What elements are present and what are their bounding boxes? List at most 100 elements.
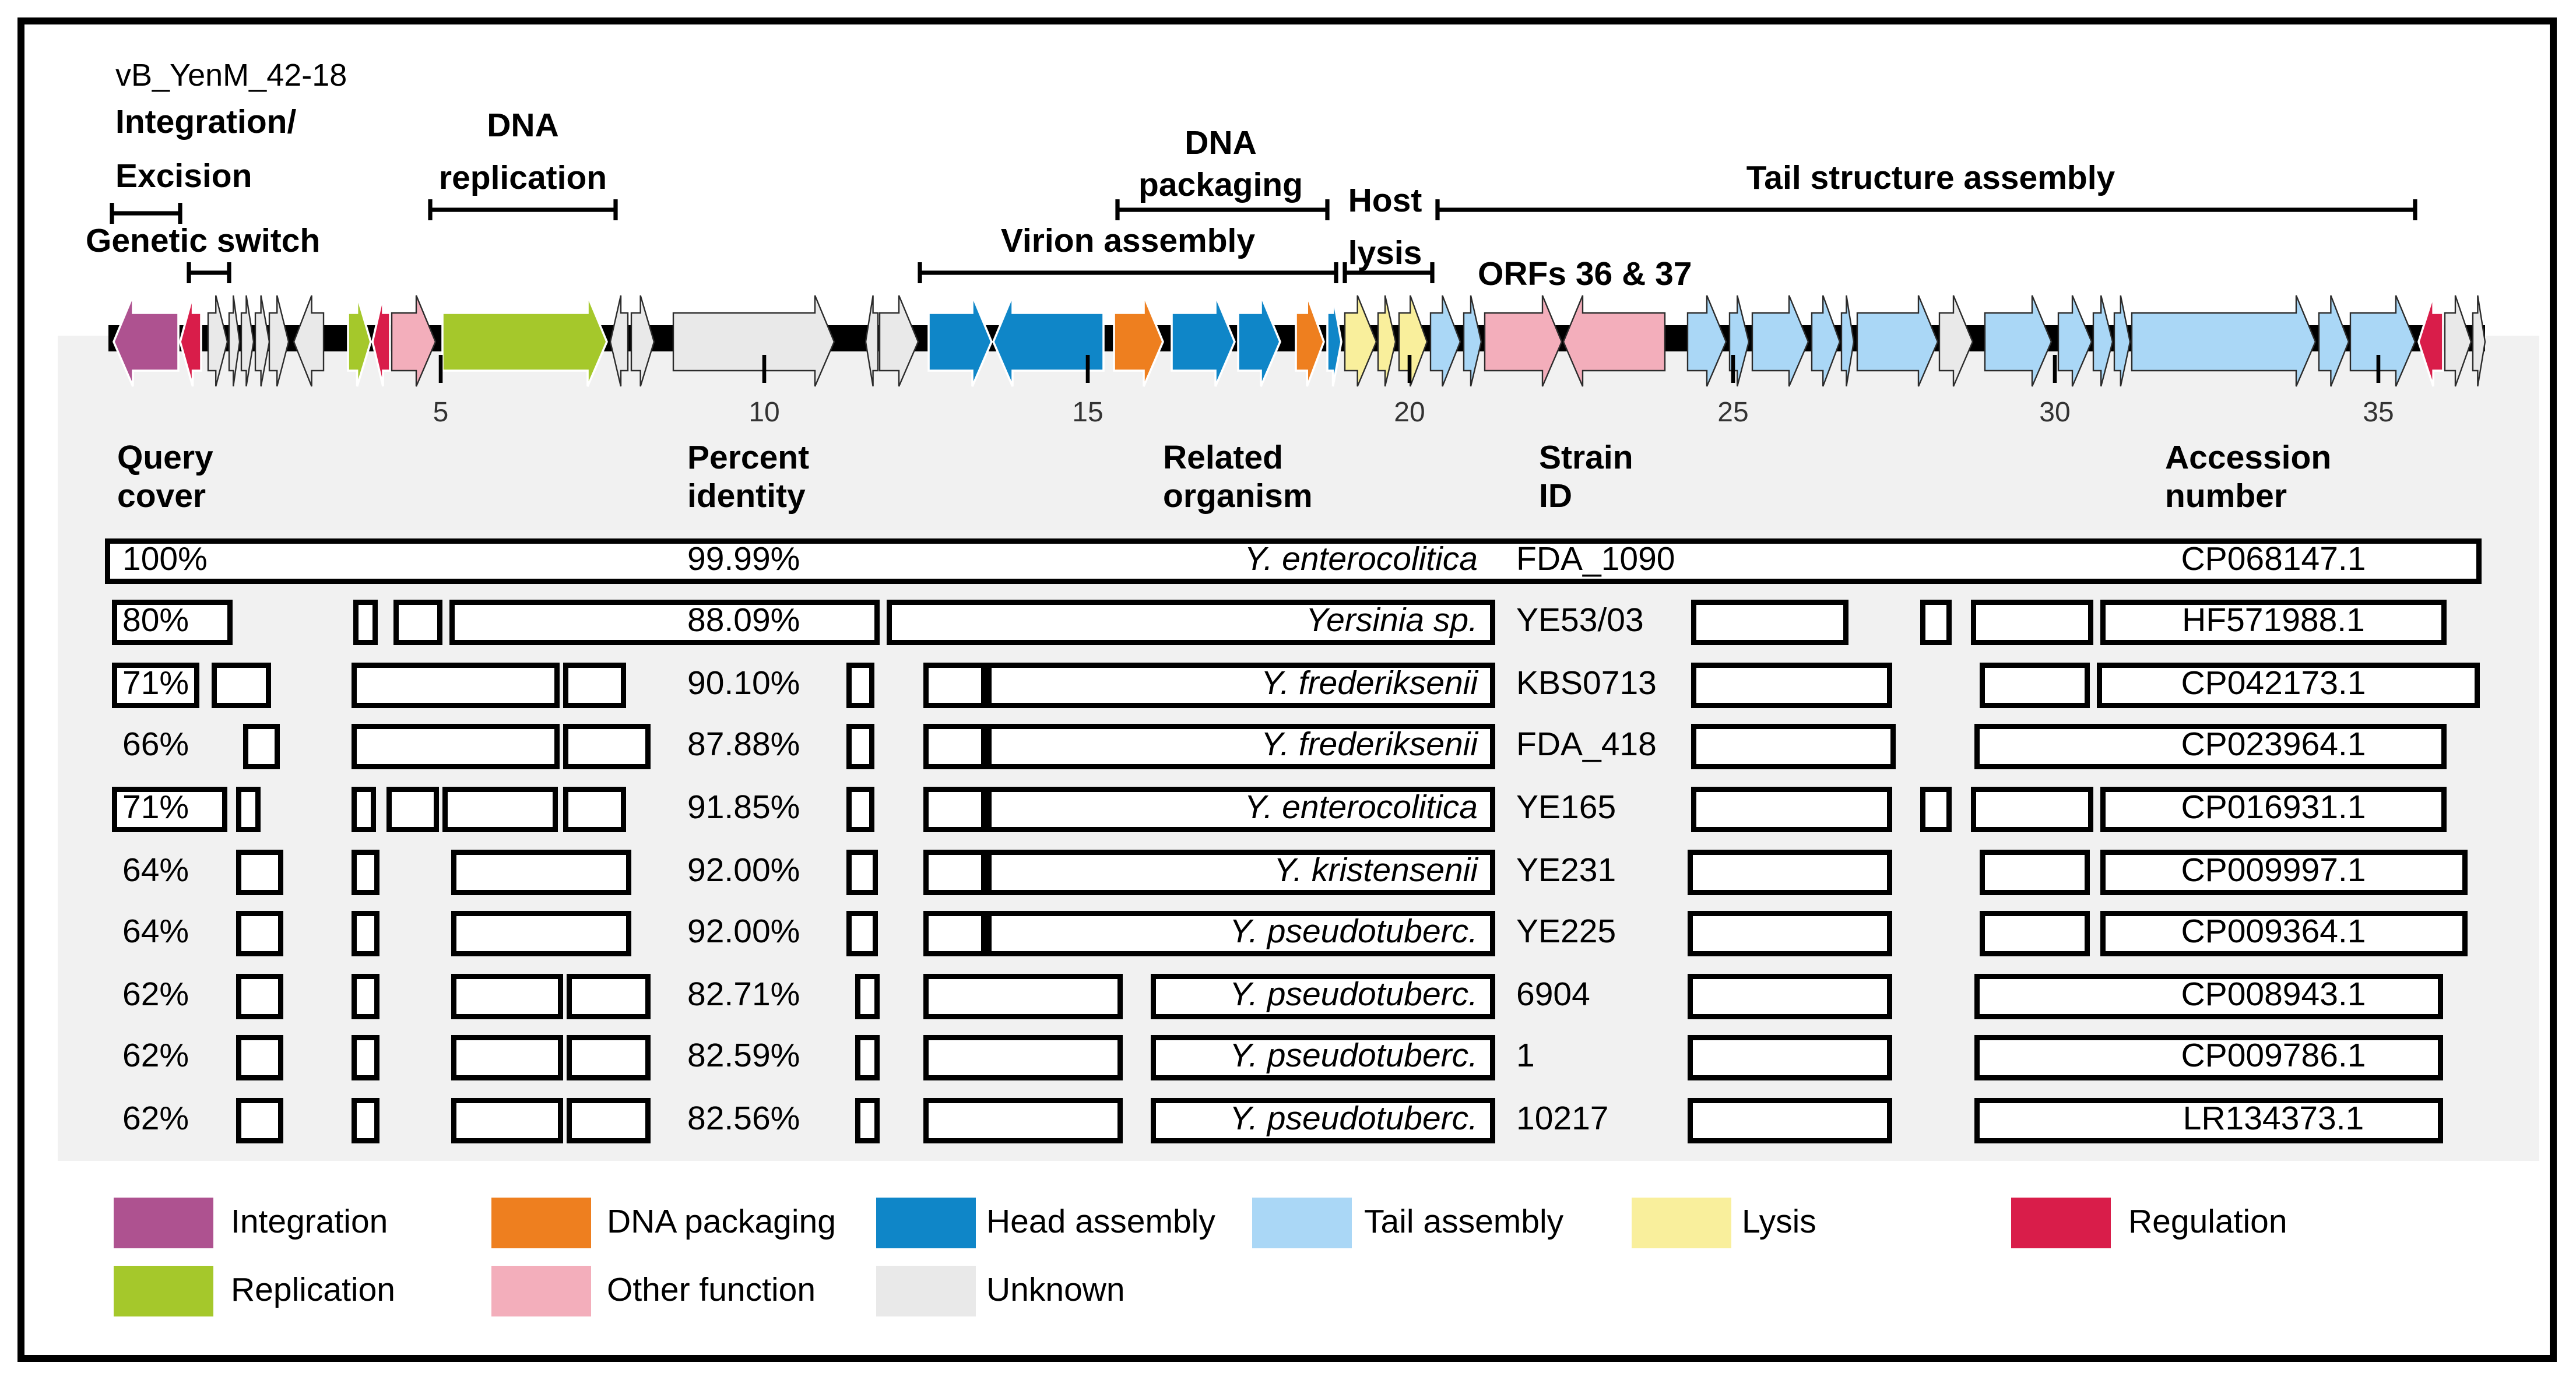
- alignment-box: [352, 724, 560, 769]
- gene-arrow: [240, 295, 255, 387]
- legend-label: Head assembly: [986, 1205, 1215, 1241]
- alignment-box: [353, 600, 378, 645]
- gene-arrow: [1751, 295, 1809, 387]
- alignment-box: [986, 787, 1495, 832]
- legend-label: Tail assembly: [1364, 1205, 1564, 1241]
- gene-arrow: [1938, 295, 1974, 387]
- query-cover-value: 66%: [122, 727, 189, 764]
- query-cover-value: 62%: [122, 1101, 189, 1138]
- alignment-box: [1691, 600, 1848, 645]
- table-header-cell: Strain ID: [1539, 441, 1633, 516]
- alignment-box: [846, 911, 878, 956]
- query-cover-value: 71%: [122, 790, 189, 827]
- alignment-box: [451, 1035, 563, 1080]
- scale-tick-label: 30: [2039, 397, 2070, 428]
- alignment-box: [986, 911, 1495, 956]
- alignment-box: [451, 974, 563, 1019]
- legend-label: Replication: [231, 1273, 395, 1309]
- accession-number: LR134373.1: [2183, 1101, 2364, 1138]
- alignment-box: [1980, 663, 2090, 708]
- percent-identity-value: 91.85%: [687, 790, 800, 827]
- alignment-box: [2100, 911, 2468, 956]
- scale-tick-label: 15: [1072, 397, 1103, 428]
- alignment-box: [1688, 1098, 1892, 1143]
- legend-swatch: [876, 1198, 976, 1248]
- alignment-box: [1691, 787, 1892, 832]
- region-label-integration-excision: Integration/: [115, 105, 297, 142]
- alignment-box: [352, 911, 379, 956]
- alignment-box: [112, 663, 199, 708]
- legend-swatch: [491, 1198, 591, 1248]
- alignment-box: [855, 1098, 880, 1143]
- legend-swatch: [491, 1266, 591, 1316]
- alignment-box: [236, 1098, 283, 1143]
- figure-title: vB_YenM_42-18: [115, 58, 347, 93]
- gene-arrow: [630, 295, 655, 387]
- gene-arrow: [1237, 295, 1281, 387]
- alignment-box: [442, 787, 558, 832]
- organism-name: Y. pseudotuberc.: [1229, 1101, 1478, 1138]
- alignment-box: [923, 724, 986, 769]
- alignment-box: [923, 663, 986, 708]
- gene-arrow: [1840, 295, 1855, 387]
- region-bracket-genetic-switch: [187, 262, 231, 283]
- alignment-box: [236, 1035, 283, 1080]
- percent-identity-value: 88.09%: [687, 603, 800, 640]
- alignment-box: [1974, 974, 2443, 1019]
- query-cover-value: 64%: [122, 853, 189, 890]
- alignment-box: [2100, 850, 2468, 895]
- alignment-box: [451, 850, 631, 895]
- gene-arrow: [371, 295, 391, 387]
- gene-arrow: [391, 295, 437, 387]
- alignment-box: [567, 1098, 651, 1143]
- alignment-box: [855, 1035, 880, 1080]
- alignment-box: [923, 974, 1123, 1019]
- region-label-virion-assembly: Virion assembly: [1000, 224, 1256, 260]
- alignment-box: [986, 850, 1495, 895]
- gene-arrow: [293, 295, 325, 387]
- strain-id: YE53/03: [1516, 603, 1644, 640]
- organism-name: Yersinia sp.: [1306, 603, 1478, 640]
- alignment-box: [923, 850, 986, 895]
- alignment-box: [236, 911, 283, 956]
- region-bracket-integration-excision: [110, 202, 182, 224]
- alignment-box: [2100, 600, 2447, 645]
- alignment-box: [1688, 974, 1892, 1019]
- alignment-box: [846, 663, 874, 708]
- organism-name: Y. enterocolitica: [1244, 790, 1478, 827]
- alignment-box: [243, 724, 280, 769]
- alignment-box: [1980, 850, 2090, 895]
- accession-number: CP009786.1: [2181, 1038, 2366, 1075]
- gene-arrow: [2131, 295, 2317, 387]
- alignment-box: [352, 663, 560, 708]
- gene-arrow: [228, 295, 241, 387]
- gene-arrow: [2349, 295, 2416, 387]
- percent-identity-value: 82.56%: [687, 1101, 800, 1138]
- gene-arrow: [672, 295, 835, 387]
- alignment-box: [563, 724, 651, 769]
- alignment-box: [923, 911, 986, 956]
- legend-swatch: [876, 1266, 976, 1316]
- alignment-box: [352, 1098, 379, 1143]
- gene-arrow: [1398, 295, 1428, 387]
- alignment-box: [986, 663, 1495, 708]
- table-header-cell: Query cover: [117, 441, 213, 516]
- alignment-box: [1971, 787, 2093, 832]
- organism-name: Y. frederiksenii: [1261, 666, 1478, 703]
- region-bracket-host-lysis: [1343, 262, 1435, 283]
- region-bracket-dna-packaging: [1115, 199, 1330, 220]
- legend-swatch: [1632, 1198, 1731, 1248]
- region-label-dna-replication: replication: [438, 161, 607, 198]
- gene-arrow: [1429, 295, 1461, 387]
- legend-swatch: [1252, 1198, 1352, 1248]
- gene-arrow: [1463, 295, 1482, 387]
- gene-arrow: [1686, 295, 1727, 387]
- percent-identity-value: 82.59%: [687, 1038, 800, 1075]
- gene-arrow: [113, 295, 180, 387]
- gene-arrow: [1295, 295, 1325, 387]
- gene-arrow: [927, 295, 993, 387]
- organism-name: Y. pseudotuberc.: [1229, 977, 1478, 1014]
- gene-arrow: [2092, 295, 2114, 387]
